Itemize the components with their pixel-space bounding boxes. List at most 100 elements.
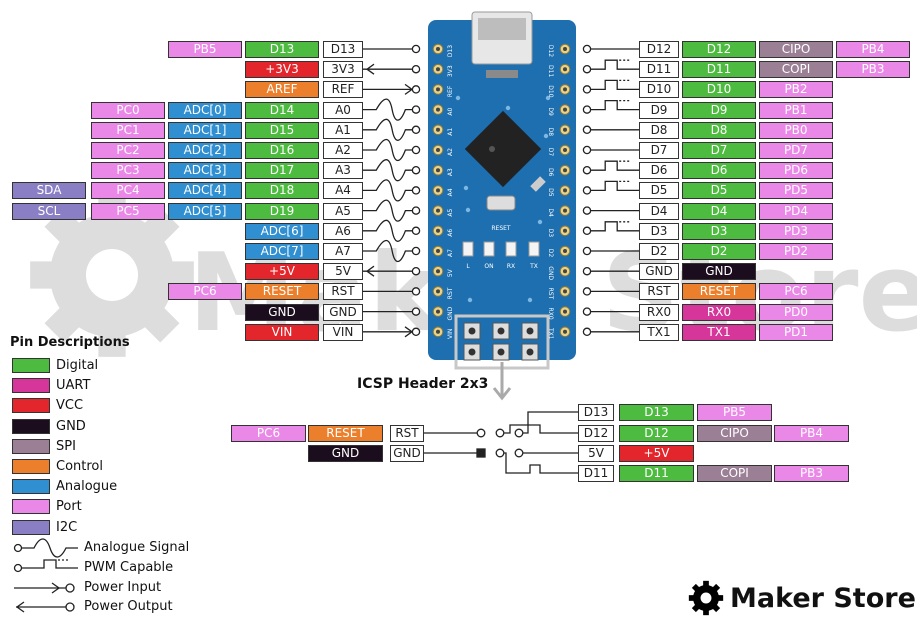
left-connector-a2 [363,138,421,162]
power-output-arrow-icon [365,265,375,277]
led-l-icon [462,241,474,257]
pin-endpoint-icon [582,307,592,316]
left-connector-a5 [363,199,421,222]
analogue-signal-line [363,98,416,121]
pin-endpoint-icon [582,287,592,296]
left-pin-vin: VIN [323,323,363,341]
left-label-adc-3: ADC[3] [168,162,242,180]
legend-power-input-arrow-icon [51,582,61,594]
right-label-cipo: CIPO [759,41,833,58]
right-connector-d6 [582,160,639,175]
board-outline [428,20,576,360]
legend-swatch-port [12,499,50,515]
left-pin-a4: A4 [323,182,363,200]
icsp-left-pin-rst: RST [390,425,424,442]
legend-label-analogue: Analogue [56,479,118,495]
board-pin-label-right: D11 [547,65,554,77]
board-pin-label-left: REF [447,85,454,97]
brand-gear-icon-tooth [716,595,724,601]
board-pin-label-left: A3 [447,168,454,176]
icsp-down-arrow-icon [492,362,512,401]
board-pin-label-left: D13 [447,45,454,57]
left-pin-a6: A6 [323,222,363,240]
right-label-pc6: PC6 [759,283,833,301]
left-label-adc-1: ADC[1] [168,121,242,139]
brand-gear-icon-tooth [703,580,709,588]
left-label-gnd: GND [245,303,319,321]
board-pin-label-right: D9 [547,107,554,116]
power-output-arrow-icon [365,63,375,75]
left-pin-a1: A1 [323,121,363,139]
board-pad-hole [563,228,567,233]
pin-endpoint-icon [411,64,421,74]
right-connector-d10 [582,79,639,94]
left-connector-a7 [363,239,421,263]
left-label-d14: D14 [245,101,319,119]
board-pin-label-right: RX0 [547,308,554,320]
left-pin-3v3: 3V3 [323,61,363,79]
board-pin-label-left: A6 [447,229,454,237]
watermark-gear-icon-body [50,213,174,337]
watermark-gear-icon-hole [85,248,139,302]
board-pad-hole [563,269,567,274]
left-label-adc-5: ADC[5] [168,202,242,220]
via [463,185,469,191]
right-label-pb0: PB0 [759,121,833,139]
icsp-right-pin-5v: 5V [578,445,614,462]
board-pad-hole [436,87,440,92]
right-label-pb4: PB4 [836,41,910,58]
left-pin-a2: A2 [323,142,363,159]
icsp-route-d13 [523,411,578,434]
board-pin-label-right: TX1 [547,327,554,340]
brand-gear-icon-tooth [711,583,721,593]
board-pad-hole [563,168,567,173]
board-pin-label-left: A0 [447,107,454,115]
reset-button [486,195,516,211]
right-connector-d11 [582,59,639,74]
board-led-label: RX [507,263,515,270]
legend-symbol-pwm-capable: PWM Capable [84,560,174,575]
legend-symbol-power-output: Power Output [84,599,173,614]
icsp-header-pin-hole [526,348,534,356]
pin-endpoint-icon [582,85,592,94]
right-label-pd4: PD4 [759,202,833,220]
via [545,95,551,101]
board-pin-label-right: D8 [547,128,554,137]
legend-title: Pin Descriptions [10,335,130,350]
left-connector-a1 [363,118,421,141]
pin-endpoint-icon [582,266,592,276]
brand-name: Maker Store [730,583,916,614]
right-label-pd1: PD1 [759,323,833,341]
left-connector-vin [363,326,421,338]
right-label-pd6: PD6 [759,162,833,180]
right-connector-d2 [582,246,639,256]
left-pin-a0: A0 [323,101,363,119]
right-label-d5: D5 [682,182,756,200]
left-connector-gnd [363,307,421,316]
left-label-adc-0: ADC[0] [168,101,242,119]
right-label-pd0: PD0 [759,303,833,321]
right-label-d2: D2 [682,243,756,260]
pin-endpoint-icon [411,105,421,114]
icsp-right-label-d12: D12 [619,425,694,442]
icsp-pin-icon [495,428,505,438]
led-rx-icon [505,241,517,257]
board-pad-hole [436,329,440,334]
right-connector-rst [582,287,639,296]
left-connector-ref [363,83,421,95]
icsp-header-pin-hole [497,327,505,335]
analogue-signal-line [363,179,416,202]
icsp-right-label-copi: COPI [697,465,772,482]
left-label-pb5: PB5 [168,41,242,58]
pwm-line [587,99,639,111]
right-label-tx1: TX1 [682,323,756,341]
pin-endpoint-icon [582,44,592,54]
left-pin-gnd: GND [323,303,363,321]
left-label-adc-6: ADC[6] [245,222,319,240]
pwm-line [587,221,639,232]
watermark-gear-icon-tooth [98,325,126,357]
left-label-pc2: PC2 [91,142,165,159]
icsp-left-label-gnd: GND [308,445,383,462]
icsp-header-pin-hole [526,327,534,335]
board-pad-hole [563,67,567,72]
